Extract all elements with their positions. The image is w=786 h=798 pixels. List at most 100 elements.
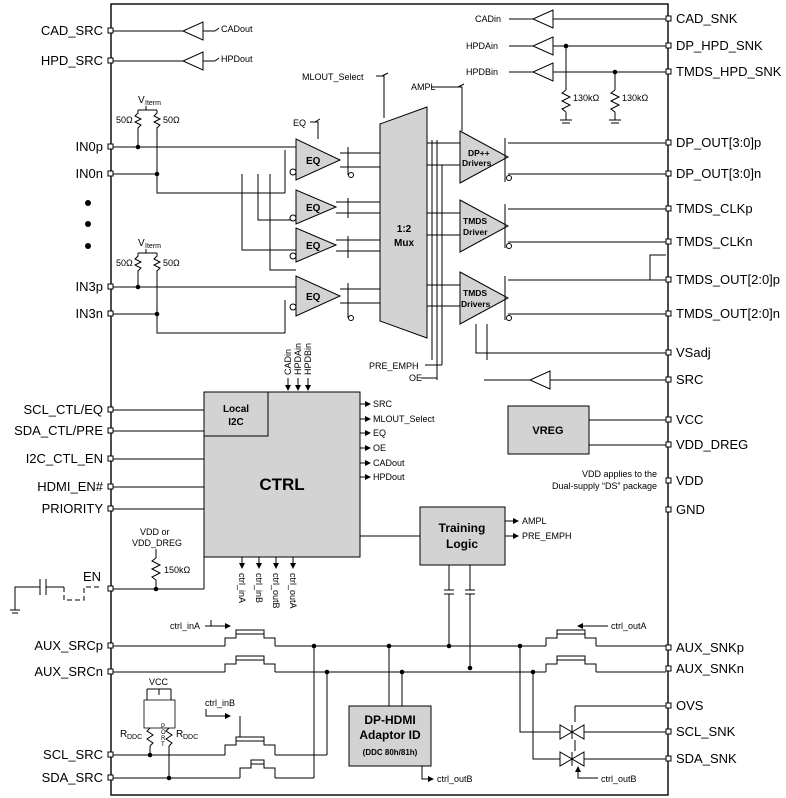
pin-aux-srcn: AUX_SRCn xyxy=(34,664,103,679)
pin-aux-srcp: AUX_SRCp xyxy=(34,638,103,653)
svg-text:ctrl_inA: ctrl_inA xyxy=(237,573,247,603)
svg-text:EQ: EQ xyxy=(306,203,321,214)
pin-vdd: VDD xyxy=(676,473,703,488)
svg-text:HPDAin: HPDAin xyxy=(293,343,303,375)
svg-text:130kΩ: 130kΩ xyxy=(573,93,600,103)
right-pin-labels: CAD_SNK DP_HPD_SNK TMDS_HPD_SNK DP_OUT[3… xyxy=(676,11,782,766)
cadout-buffer: CADout xyxy=(113,21,253,41)
svg-text:T: T xyxy=(161,742,165,748)
ctrl-bottom-outputs: ctrl_inA ctrl_inB ctrl_outB ctrl_outA xyxy=(237,557,298,609)
ddc-source-pullups: VCC R DDC R DDC P O R T xyxy=(120,677,198,781)
svg-text:DDC: DDC xyxy=(183,734,198,741)
svg-text:SRC: SRC xyxy=(373,399,393,409)
svg-text:VDD or: VDD or xyxy=(140,527,170,537)
hpdbin-buffer: HPDBin xyxy=(466,62,666,82)
pin-aux-snkn: AUX_SNKn xyxy=(676,661,744,676)
svg-text:P: P xyxy=(161,724,165,730)
svg-text:EQ: EQ xyxy=(306,241,321,252)
vreg-block: VREG xyxy=(507,405,666,455)
pin-tmds-clkp: TMDS_CLKp xyxy=(676,201,753,216)
pulldown-resistors: 130kΩ 130kΩ xyxy=(560,43,649,124)
pin-sda-src: SDA_SRC xyxy=(42,770,103,785)
left-pin-labels: CAD_SRC HPD_SRC IN0p IN0n IN3p IN3n SCL_… xyxy=(14,23,104,785)
pin-dp-out-p: DP_OUT[3:0]p xyxy=(676,135,761,150)
pin-src: SRC xyxy=(676,372,703,387)
svg-text:Driver: Driver xyxy=(463,227,488,237)
svg-text:150kΩ: 150kΩ xyxy=(164,565,191,575)
svg-text:50Ω: 50Ω xyxy=(163,115,180,125)
svg-text:CADout: CADout xyxy=(373,458,405,468)
svg-text:VREG: VREG xyxy=(532,425,563,437)
svg-text:TMDS: TMDS xyxy=(463,288,487,298)
ovs-line xyxy=(574,705,666,722)
svg-text:Drivers: Drivers xyxy=(462,158,492,168)
en-network: VDD or VDD_DREG 150kΩ xyxy=(10,527,205,614)
svg-text:AMPL: AMPL xyxy=(411,82,436,92)
svg-text:HPDBin: HPDBin xyxy=(466,67,498,77)
svg-text:CADout: CADout xyxy=(221,24,253,34)
svg-text:Local: Local xyxy=(223,404,249,415)
pin-cad-snk: CAD_SNK xyxy=(676,11,738,26)
driver-output-wires xyxy=(475,138,666,360)
termination-bottom: V Iterm 50Ω 50Ω xyxy=(116,238,180,317)
svg-text:(DDC 80h/81h): (DDC 80h/81h) xyxy=(363,748,418,757)
ctrl-right-outputs: SRC MLOUT_Select EQ OE CADout HPDout xyxy=(360,399,435,482)
svg-text:CADin: CADin xyxy=(475,14,501,24)
svg-text:O: O xyxy=(161,730,166,736)
svg-text:R: R xyxy=(161,736,166,742)
svg-text:ctrl_outA: ctrl_outA xyxy=(611,621,647,631)
pin-hdmi-en: HDMI_EN# xyxy=(37,479,104,494)
svg-text:DDC: DDC xyxy=(127,734,142,741)
vdd-note: VDD applies to the Dual-supply “DS” pack… xyxy=(552,469,657,491)
svg-text:Drivers: Drivers xyxy=(461,299,491,309)
pin-en: EN xyxy=(83,569,101,584)
svg-text:ctrl_outB: ctrl_outB xyxy=(601,774,637,784)
ddc-source-switch: ctrl_inB xyxy=(113,698,327,779)
pin-scl-src: SCL_SRC xyxy=(43,747,103,762)
svg-text:VCC: VCC xyxy=(149,677,169,687)
svg-text:1:2: 1:2 xyxy=(397,224,412,235)
svg-text:TMDS: TMDS xyxy=(463,216,487,226)
pin-scl-snk: SCL_SNK xyxy=(676,724,736,739)
svg-text:CTRL: CTRL xyxy=(259,475,304,494)
pin-dp-out-n: DP_OUT[3:0]n xyxy=(676,166,761,181)
svg-text:MLOUT_Select: MLOUT_Select xyxy=(373,414,435,424)
pin-gnd: GND xyxy=(676,502,705,517)
ctrl-block: Local I2C CTRL xyxy=(203,391,361,558)
svg-text:ctrl_inB: ctrl_inB xyxy=(205,698,235,708)
pin-vcc: VCC xyxy=(676,412,703,427)
svg-text:ctrl_inA: ctrl_inA xyxy=(170,621,200,631)
svg-text:AMPL: AMPL xyxy=(522,516,547,526)
svg-text:R: R xyxy=(120,729,127,740)
svg-text:50Ω: 50Ω xyxy=(163,258,180,268)
svg-text:OE: OE xyxy=(373,443,386,453)
pin-priority: PRIORITY xyxy=(42,501,104,516)
eq-control: EQ xyxy=(293,118,321,139)
svg-text:OE: OE xyxy=(409,373,422,383)
svg-text:HPDout: HPDout xyxy=(221,54,253,64)
pin-sda-snk: SDA_SNK xyxy=(676,751,737,766)
svg-text:EQ: EQ xyxy=(373,428,386,438)
ddc-sink-switches: ctrl_outB xyxy=(559,724,666,784)
svg-text:Mux: Mux xyxy=(394,238,414,249)
svg-text:DP++: DP++ xyxy=(468,148,490,158)
svg-text:MLOUT_Select: MLOUT_Select xyxy=(302,72,364,82)
svg-text:EQ: EQ xyxy=(293,118,306,128)
svg-text:PRE_EMPH: PRE_EMPH xyxy=(369,361,419,371)
svg-text:Iterm: Iterm xyxy=(145,100,161,107)
svg-text:VDD applies to the: VDD applies to the xyxy=(582,469,657,479)
svg-text:50Ω: 50Ω xyxy=(116,115,133,125)
pin-dp-hpd-snk: DP_HPD_SNK xyxy=(676,38,763,53)
svg-text:Logic: Logic xyxy=(446,537,478,551)
svg-text:Training: Training xyxy=(439,521,486,535)
termination-top: V Iterm 50Ω 50Ω xyxy=(116,95,180,177)
mux-block: 1:2 Mux xyxy=(379,106,428,339)
eq-amplifiers: EQ EQ EQ EQ xyxy=(289,138,342,317)
svg-text:PRE_EMPH: PRE_EMPH xyxy=(522,531,572,541)
hpdain-buffer: HPDAin xyxy=(466,36,666,56)
svg-text:HPDAin: HPDAin xyxy=(466,41,498,51)
pin-tmds-out-n: TMDS_OUT[2:0]n xyxy=(676,306,780,321)
svg-text:R: R xyxy=(176,729,183,740)
svg-text:50Ω: 50Ω xyxy=(116,258,133,268)
